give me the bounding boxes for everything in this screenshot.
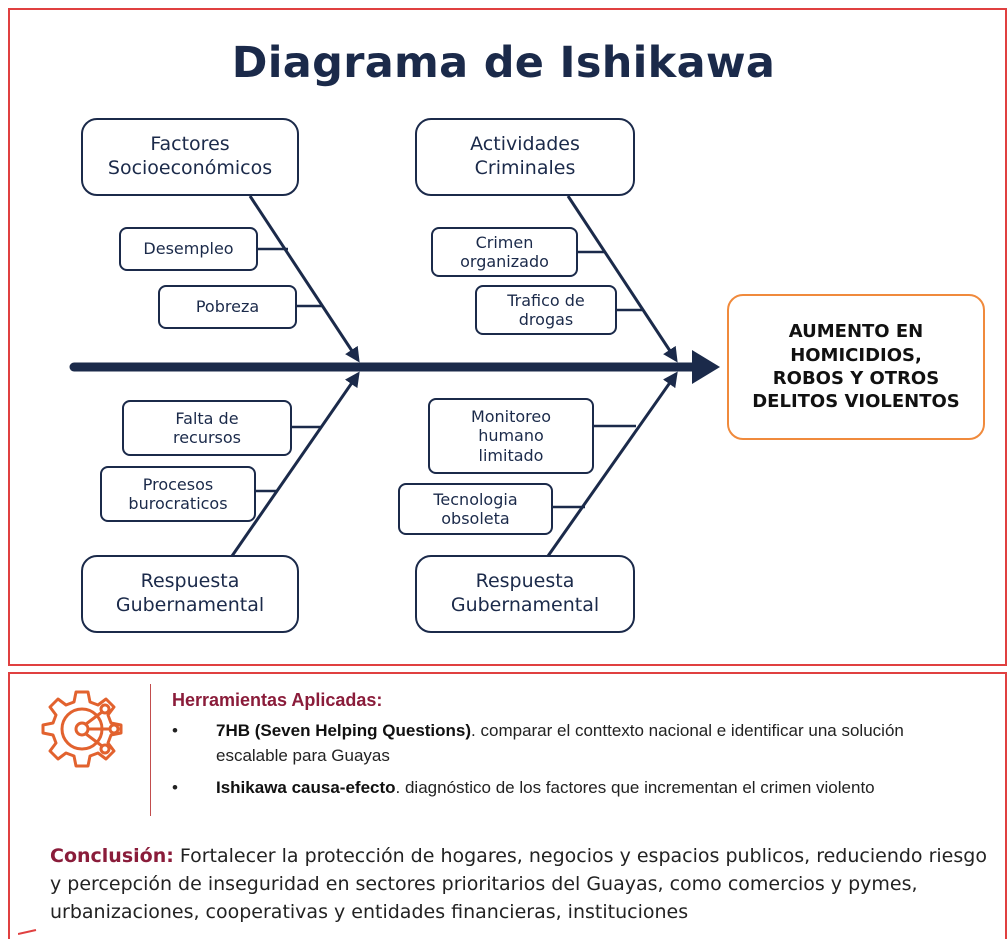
tool-item-7hb: • 7HB (Seven Helping Questions). compara… [172,718,972,768]
cause-falta-de-recursos: Falta de recursos [122,400,292,456]
category-label: Respuesta Gubernamental [450,570,600,616]
category-label: Factores Socioeconómicos [107,133,273,179]
bullet-dot: • [172,721,178,740]
cause-monitoreo-humano-limitado: Monitoreo humano limitado [428,398,594,474]
category-label: Respuesta Gubernamental [115,570,265,616]
cause-desempleo: Desempleo [119,227,258,271]
cause-label: Tecnologia obsoleta [433,489,518,528]
tool-item-text: 7HB (Seven Helping Questions). comparar … [216,718,956,768]
tool-item-ishikawa: • Ishikawa causa-efecto. diagnóstico de … [172,775,972,825]
cause-label: Desempleo [143,239,234,259]
cause-label: Falta de recursos [172,408,242,447]
tool-description: . comparar el conttexto nacional e ident… [216,721,904,765]
cause-trafico-de-drogas: Trafico de drogas [475,285,617,335]
section-divider [150,684,151,816]
cause-label: Monitoreo humano limitado [470,407,552,465]
tools-heading: Herramientas Aplicadas: [172,690,383,710]
cause-label: Procesos burocraticos [128,474,228,513]
conclusion-text: Fortalecer la protección de hogares, neg… [50,845,987,923]
gear-network-icon [41,690,123,768]
cause-tecnologia-obsoleta: Tecnologia obsoleta [398,483,553,535]
category-factores-socioeconomicos: Factores Socioeconómicos [81,118,299,196]
cause-label: Trafico de drogas [507,290,585,329]
cause-crimen-organizado: Crimen organizado [431,227,578,277]
cause-procesos-burocraticos: Procesos burocraticos [100,466,256,522]
tool-name: Ishikawa causa-efecto [216,778,396,797]
cause-pobreza: Pobreza [158,285,297,329]
tool-name: 7HB (Seven Helping Questions) [216,721,472,740]
conclusion-label: Conclusión: [50,845,174,867]
conclusion-paragraph: Conclusión: Fortalecer la protección de … [50,842,995,926]
cause-label: Crimen organizado [460,232,549,271]
effect-box: AUMENTO EN HOMICIDIOS, ROBOS Y OTROS DEL… [727,294,985,440]
tool-item-text: Ishikawa causa-efecto. diagnóstico de lo… [216,775,956,800]
category-respuesta-gubernamental-right: Respuesta Gubernamental [415,555,635,633]
tool-description: . diagnóstico de los factores que increm… [395,778,875,797]
category-respuesta-gubernamental-left: Respuesta Gubernamental [81,555,299,633]
corner-mark [18,929,37,935]
effect-label: AUMENTO EN HOMICIDIOS, ROBOS Y OTROS DEL… [752,321,960,413]
bullet-dot: • [172,778,178,797]
cause-label: Pobreza [195,297,260,317]
category-label: Actividades Criminales [470,133,580,179]
category-actividades-criminales: Actividades Criminales [415,118,635,196]
notes-panel [8,672,1007,939]
diagram-title: Diagrama de Ishikawa [231,38,776,88]
